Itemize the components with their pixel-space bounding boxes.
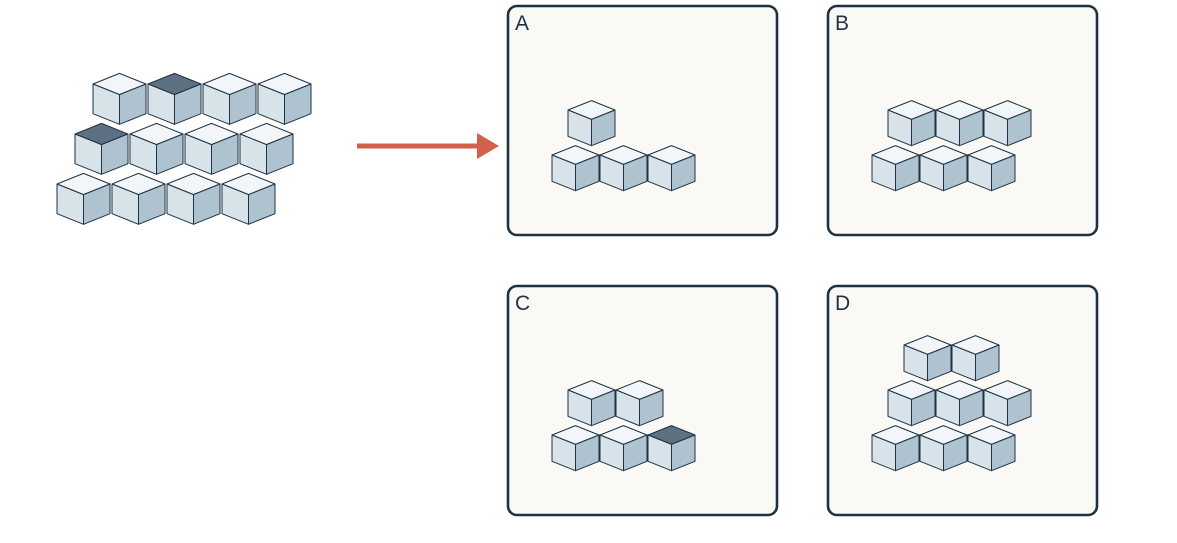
cube (903, 335, 952, 382)
cube (615, 380, 664, 427)
cube (92, 72, 147, 125)
cube (166, 172, 221, 225)
source-cube-arrangement (56, 72, 312, 225)
cube (983, 380, 1032, 427)
cube (919, 145, 968, 192)
cube (871, 425, 920, 472)
cube (935, 380, 984, 427)
cube (983, 100, 1032, 147)
option-b-cubes (871, 100, 1032, 192)
option-d-cubes (871, 335, 1032, 472)
cube (967, 425, 1016, 472)
option-a-cubes (551, 100, 696, 192)
cube (967, 145, 1016, 192)
cube (56, 172, 111, 225)
option-panel-c[interactable]: C (506, 284, 779, 517)
cube (129, 122, 184, 175)
cube-dark-top (74, 122, 129, 175)
option-panel-d[interactable]: D (826, 284, 1099, 517)
transform-arrow (357, 133, 499, 159)
cube (599, 145, 648, 192)
cube (221, 172, 276, 225)
option-panel-a[interactable]: A (506, 4, 779, 237)
cube (887, 100, 936, 147)
cube (647, 145, 696, 192)
cube (871, 145, 920, 192)
option-panel-b[interactable]: B (826, 4, 1099, 237)
option-c-cubes (551, 380, 696, 472)
cube-dark-top (147, 72, 202, 125)
cube (919, 425, 968, 472)
cube (935, 100, 984, 147)
cube (887, 380, 936, 427)
cube-dark-top (647, 425, 696, 472)
option-label-b: B (835, 12, 849, 35)
cube (184, 122, 239, 175)
cube (257, 72, 312, 125)
cube (567, 100, 616, 147)
cube (239, 122, 294, 175)
cube (202, 72, 257, 125)
cube (551, 145, 600, 192)
cube (111, 172, 166, 225)
cube (551, 425, 600, 472)
option-label-a: A (515, 12, 529, 35)
cube (951, 335, 1000, 382)
cube (599, 425, 648, 472)
option-label-c: C (515, 292, 530, 315)
cube (567, 380, 616, 427)
option-label-d: D (835, 292, 850, 315)
